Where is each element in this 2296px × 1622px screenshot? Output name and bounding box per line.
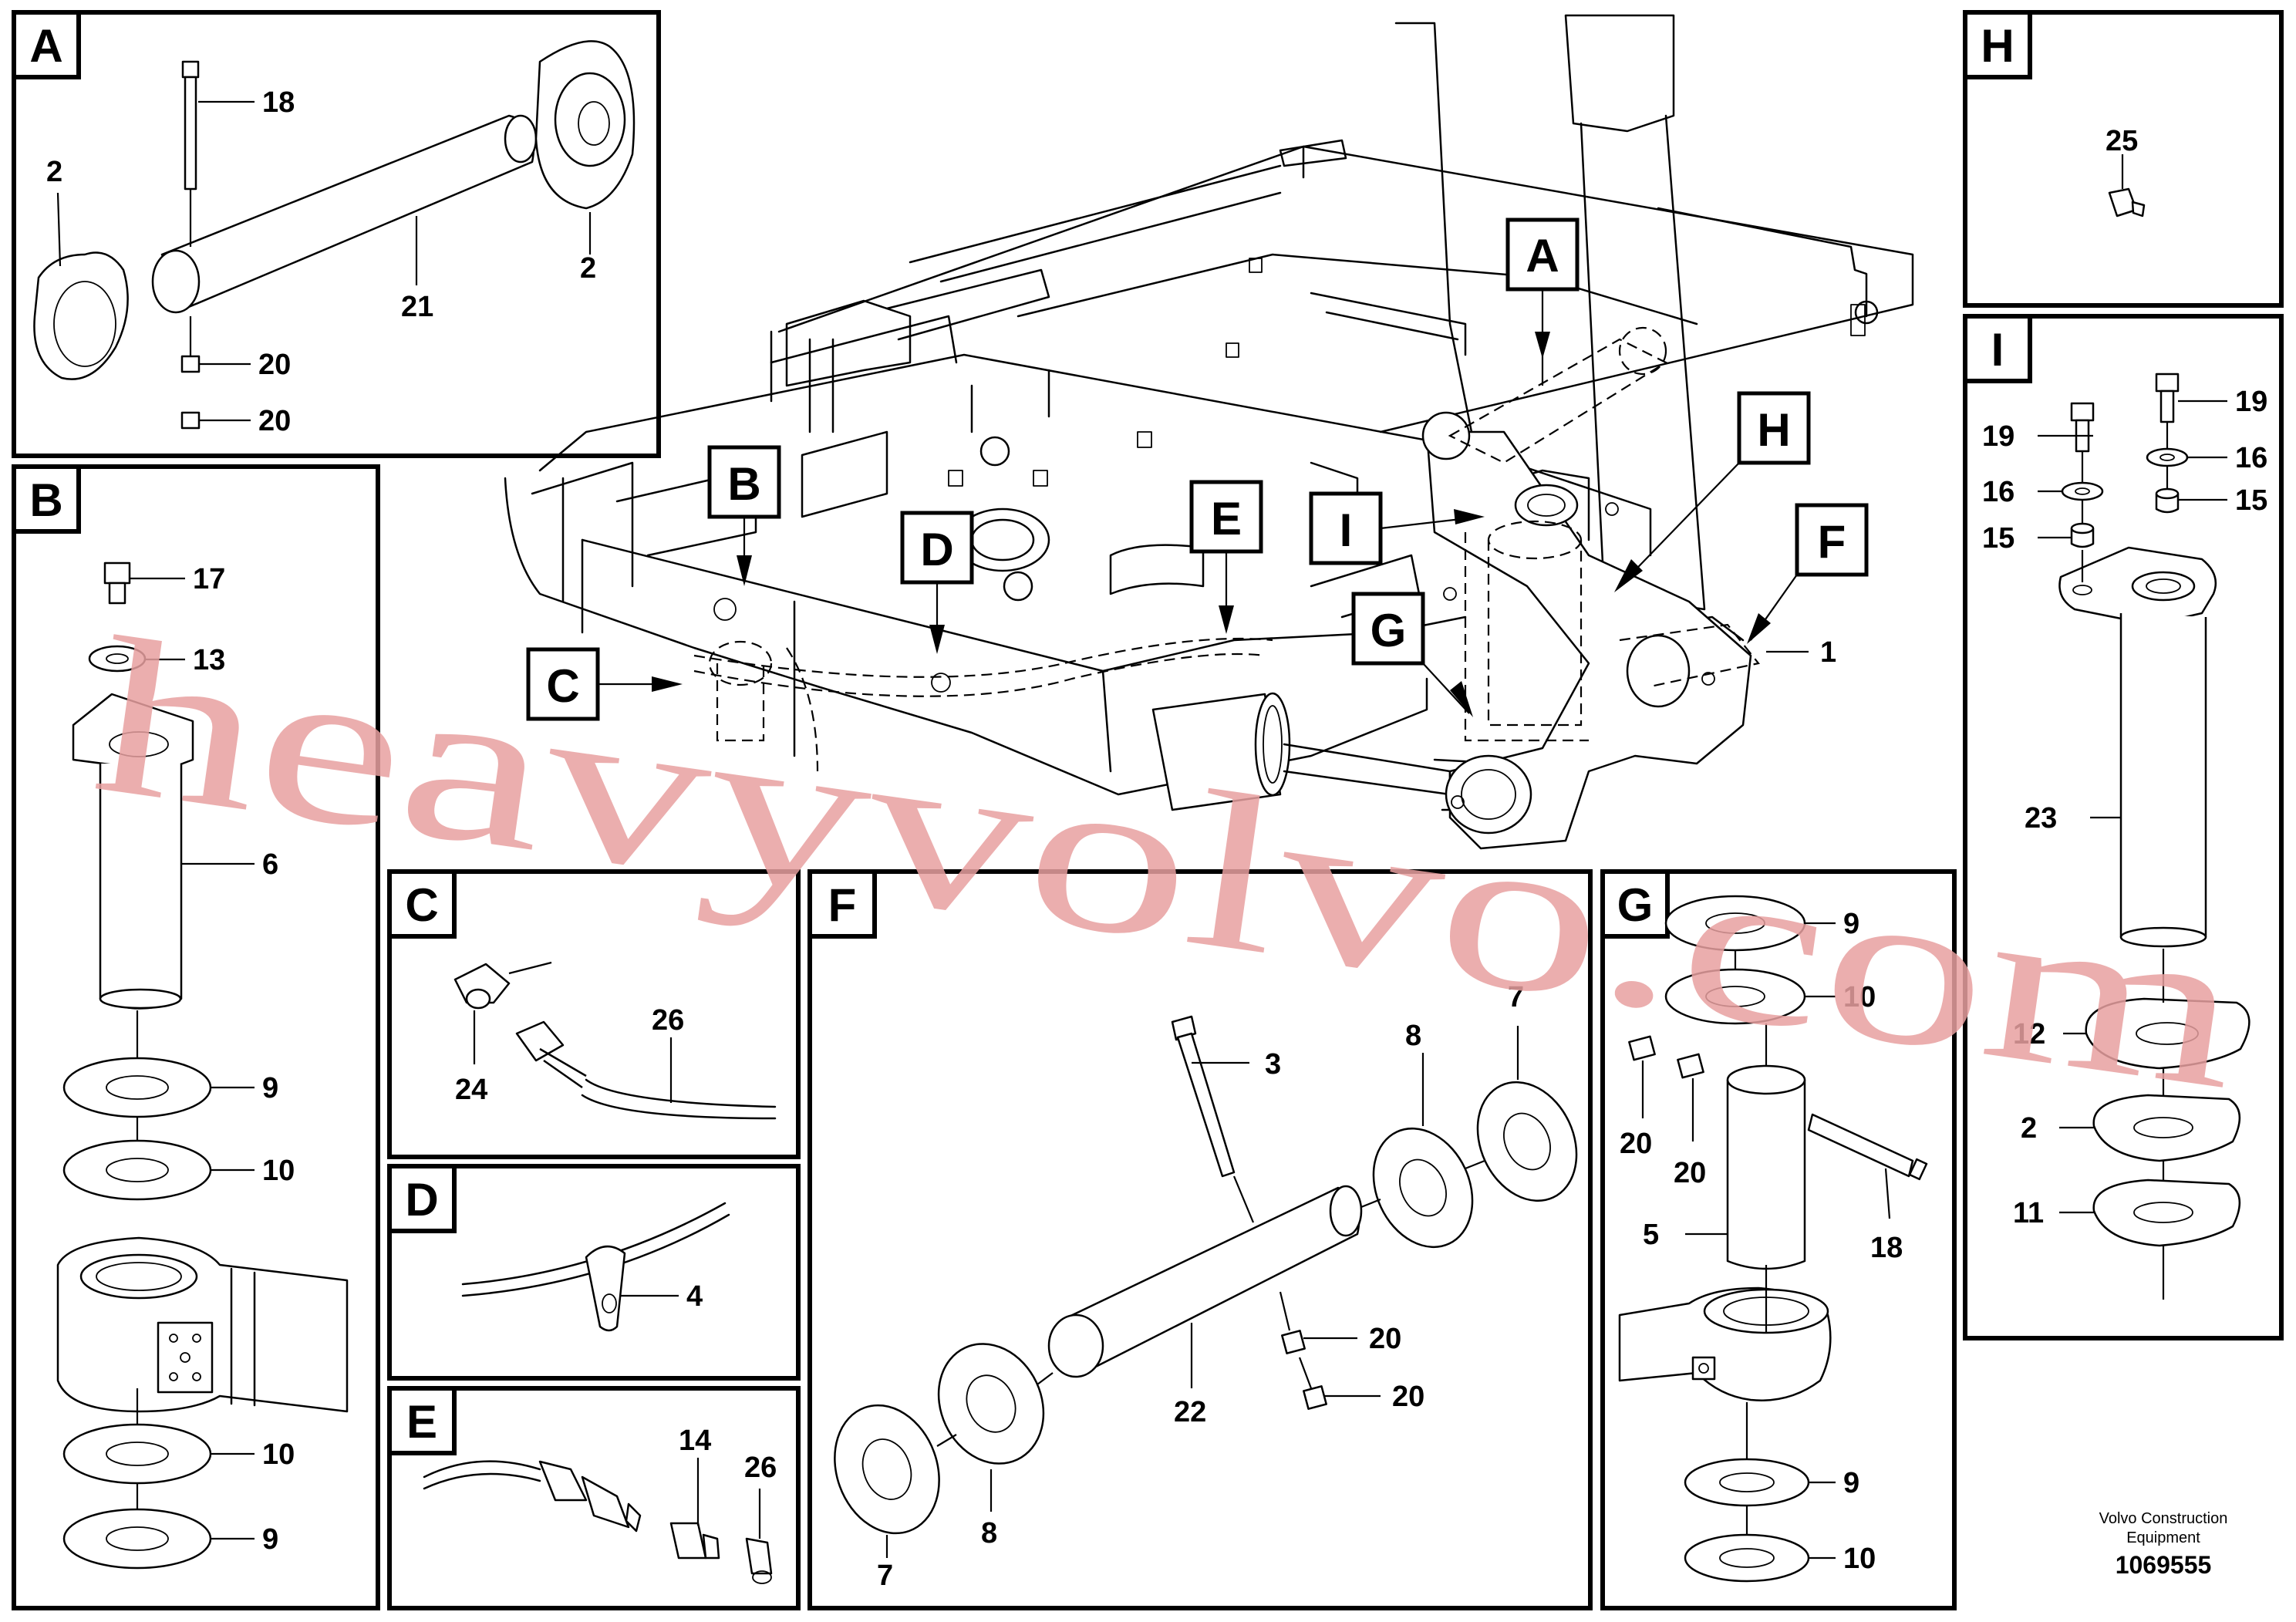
panel-letter: B [29,474,62,526]
boom-cylinder [1151,692,1513,811]
callout-F: F [1747,503,1869,644]
svg-text:5: 5 [1643,1219,1659,1251]
svg-text:15: 15 [1982,522,2014,555]
svg-text:4: 4 [686,1280,703,1313]
panel-letter: D [405,1174,438,1226]
svg-text:24: 24 [455,1074,487,1106]
panel-letter: F [828,879,857,931]
panel-letter: C [405,879,438,931]
callout-G: G [1351,592,1473,717]
svg-text:17: 17 [193,563,225,595]
svg-text:9: 9 [1843,908,1859,940]
svg-text:Volvo Construction: Volvo Construction [2099,1510,2228,1527]
svg-text:26: 26 [652,1004,684,1037]
panel-D: D 4 [387,1164,801,1381]
panel-G: G 9 10 5 18 20 20 [1600,869,1957,1610]
callout-B: B [707,445,781,586]
svg-text:2: 2 [46,156,62,188]
callout-A: A [1505,218,1580,386]
svg-text:13: 13 [193,644,225,676]
svg-text:10: 10 [262,1438,295,1471]
svg-text:9: 9 [1843,1467,1859,1499]
svg-text:16: 16 [2235,442,2267,474]
svg-text:14: 14 [679,1425,711,1457]
callout-letter: G [1371,605,1407,656]
svg-text:21: 21 [401,291,433,323]
svg-text:18: 18 [262,86,295,119]
part-1-label: 1 [1766,636,1836,669]
svg-text:9: 9 [262,1523,278,1556]
svg-text:10: 10 [1843,1543,1876,1575]
svg-text:20: 20 [1620,1128,1652,1160]
panel-letter: G [1617,879,1654,931]
panel-C: C 26 24 [387,869,801,1159]
svg-text:15: 15 [2235,484,2267,517]
svg-text:23: 23 [2025,802,2057,835]
svg-text:11: 11 [2013,1197,2044,1229]
svg-text:20: 20 [258,349,291,381]
callout-letter: A [1526,230,1559,282]
svg-text:2: 2 [2021,1112,2037,1145]
svg-text:12: 12 [2013,1018,2045,1050]
svg-text:9: 9 [262,1072,278,1104]
svg-text:26: 26 [744,1452,777,1484]
callout-H: H [1614,391,1811,592]
panel-letter: H [1981,20,2014,72]
callout-letter: C [546,660,579,712]
svg-text:6: 6 [262,848,278,881]
svg-text:2: 2 [580,252,596,285]
svg-text:10: 10 [1843,981,1876,1013]
svg-text:19: 19 [2235,386,2267,418]
svg-text:8: 8 [981,1517,997,1549]
svg-text:25: 25 [2106,125,2138,157]
callout-D: D [900,511,974,654]
drawing-number: 1069555 [2116,1551,2212,1579]
panel-B: B 17 13 6 9 10 [12,464,380,1610]
credit: Volvo Construction Equipment 1069555 [2099,1510,2228,1579]
panel-A: A 18 2 2 21 20 20 [12,10,661,458]
svg-text:19: 19 [1982,420,2014,453]
callout-letter: D [920,524,953,575]
panel-letter: E [406,1396,437,1448]
callout-letter: E [1211,493,1242,545]
main-assembly: A B C D E F [504,14,1914,850]
svg-text:1: 1 [1820,636,1836,669]
swing-bracket [1394,14,1752,850]
panel-E: E 14 26 [387,1386,801,1610]
svg-text:20: 20 [1392,1381,1424,1413]
panel-H: H 25 [1963,10,2284,308]
svg-text:7: 7 [1508,981,1524,1013]
svg-text:22: 22 [1174,1396,1206,1428]
svg-text:18: 18 [1870,1232,1903,1264]
svg-text:20: 20 [1674,1157,1706,1189]
svg-text:20: 20 [1369,1323,1401,1355]
callout-letter: B [727,458,760,510]
watermark: heavyvolvo.com [83,590,2255,1136]
panel-I: I 19 19 16 16 15 15 23 [1963,314,2284,1340]
svg-text:16: 16 [1982,476,2014,508]
svg-text:8: 8 [1405,1020,1421,1052]
panel-F: F 3 22 20 20 8 7 [807,869,1593,1610]
callout-letter: I [1340,504,1353,556]
callout-letter: H [1757,404,1790,456]
panel-letter: I [1991,324,2004,376]
svg-text:Equipment: Equipment [2126,1529,2200,1546]
callout-E: E [1189,480,1263,634]
svg-text:20: 20 [258,405,291,437]
dashed-locators [693,326,1760,772]
panel-letter: A [29,20,62,72]
upper-frame [770,139,1914,487]
svg-text:10: 10 [262,1155,295,1187]
callout-letter: F [1818,516,1846,568]
callout-C: C [526,647,683,721]
svg-text:3: 3 [1265,1048,1281,1081]
svg-text:7: 7 [877,1560,893,1592]
callout-I: I [1309,491,1485,565]
